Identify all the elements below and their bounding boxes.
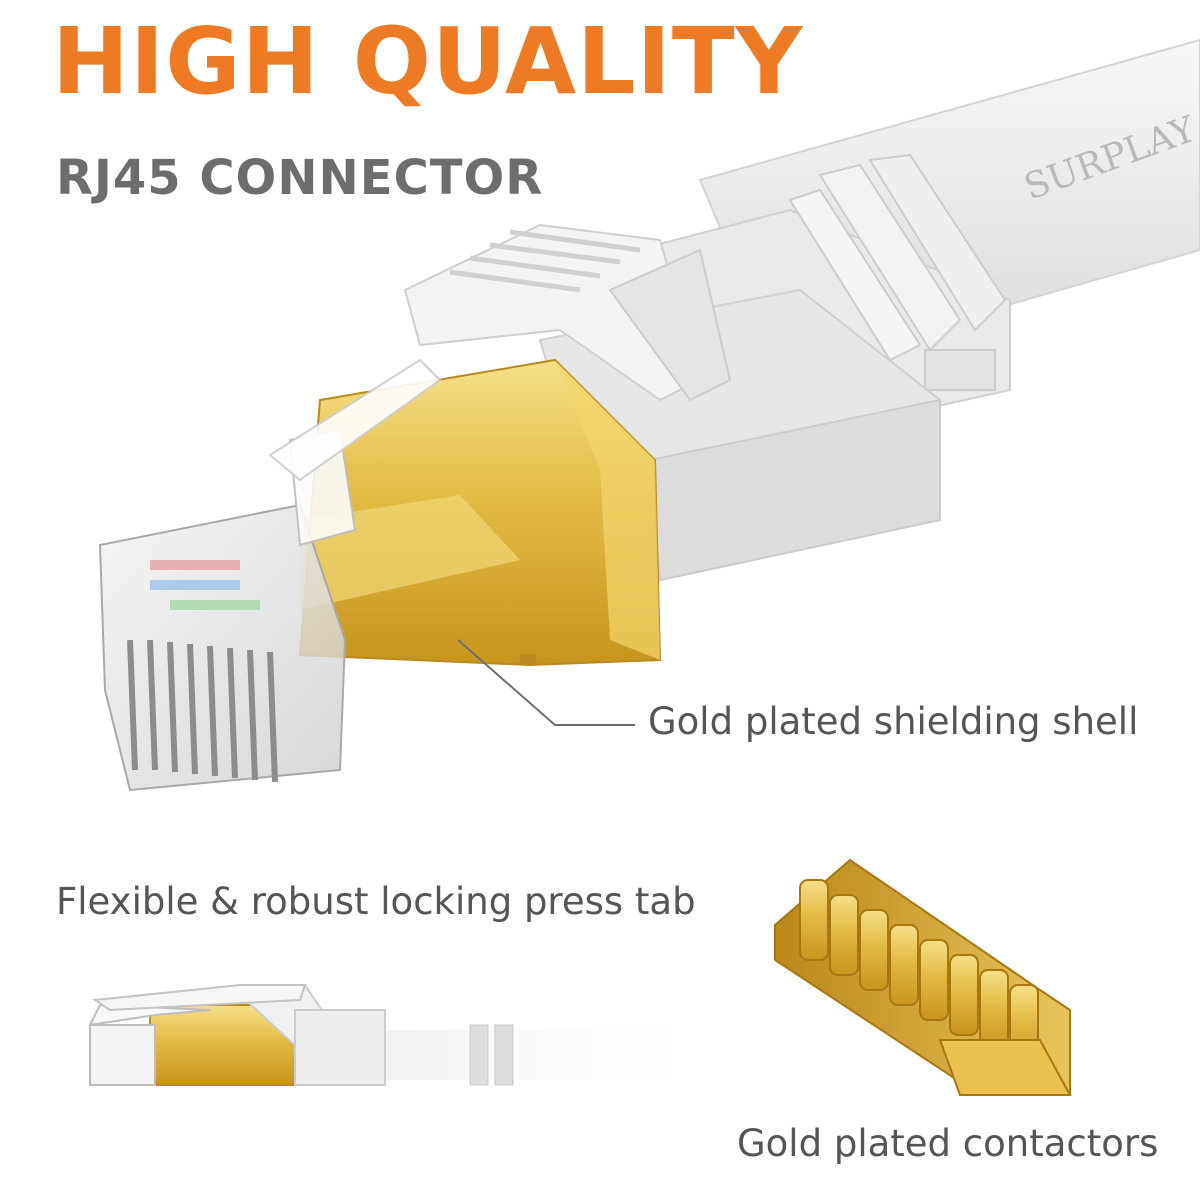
shell-callout-line [457,639,635,726]
small-cable-illustration [88,983,730,1086]
shielding-shell-caption: Gold plated shielding shell [648,700,1139,743]
subheadline: RJ45 CONNECTOR [56,150,544,206]
locking-press-tab [403,223,732,402]
contact-pins [127,639,278,783]
headline: HIGH QUALITY [52,8,804,115]
locking-tab-caption: Flexible & robust locking press tab [56,880,696,923]
clear-plug-head [98,358,442,792]
contactors-caption: Gold plated contactors [737,1122,1159,1165]
gold-contactors-block [774,858,1072,1096]
